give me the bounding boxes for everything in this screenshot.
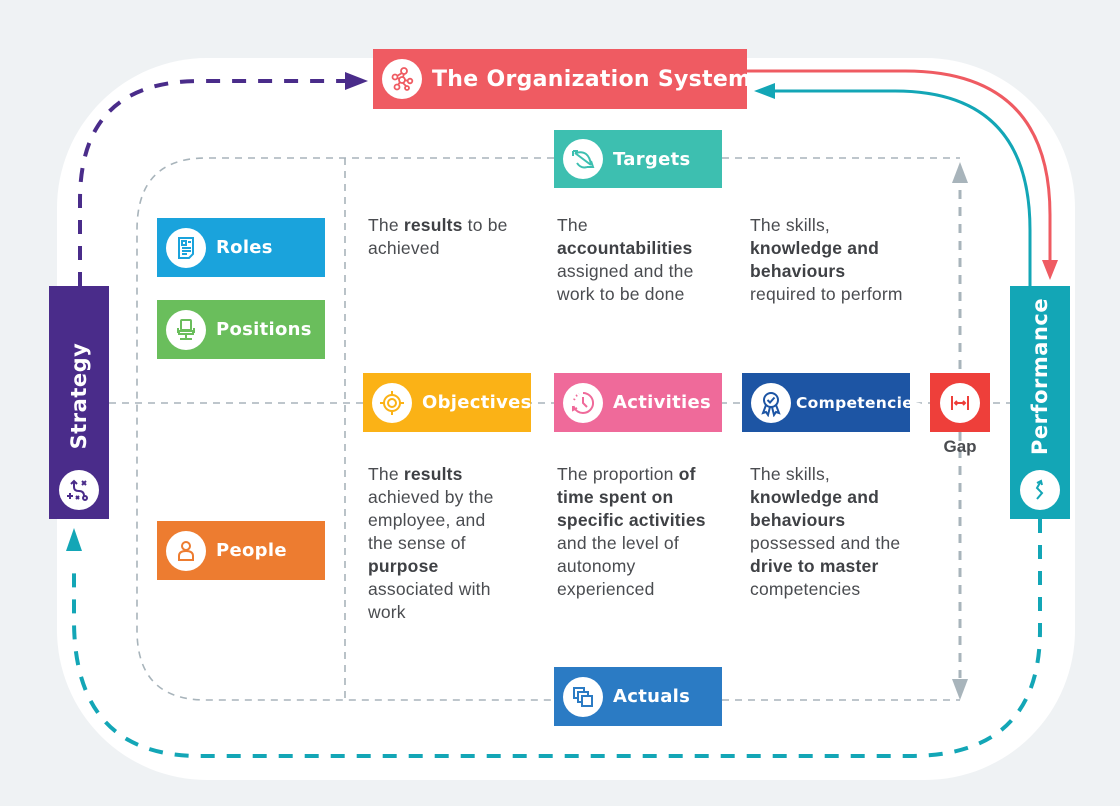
targets-label: Targets [613,148,691,170]
emphasis-text: knowledge and behaviours [750,238,880,281]
targets-activities-text: The accountabilities assigned and the wo… [557,214,727,306]
body-text: The skills, [750,464,830,484]
body-text: The proportion [557,464,679,484]
positions-label: Positions [216,319,312,340]
body-text: The skills, [750,215,830,235]
network-nodes-icon [382,59,422,99]
gap-box[interactable] [930,373,990,432]
strategy-to-system-arrow [78,79,346,286]
strategy-box[interactable]: Strategy [49,286,109,519]
positions-box[interactable]: Positions [157,300,325,359]
organization-system-title: The Organization System [432,66,752,92]
gap-label: Gap [943,437,977,456]
clock-icon [563,382,603,423]
performance-box[interactable]: Performance [1010,286,1070,519]
body-text: to be achieved [368,215,508,258]
body-text: The [368,215,404,235]
performance-to-system-arrow [775,89,1032,286]
activities-box[interactable]: Activities [554,373,722,432]
targets-objectives-text: The results to be achieved [368,214,518,260]
body-text: competencies [750,579,861,599]
body-text: possessed and the [750,533,901,553]
stacked-squares-icon [563,676,603,717]
organization-system-box[interactable]: The Organization System [373,49,751,109]
target-icon [372,382,412,423]
emphasis-text: results [403,215,463,235]
emphasis-text: knowledge and behaviours [750,487,880,530]
body-text: required to perform [750,284,903,304]
emphasis-text: purpose [368,556,439,576]
strategy-label: Strategy [67,342,91,450]
body-text: The [368,464,404,484]
objectives-box[interactable]: Objectives [363,373,531,432]
body-text: assigned and the work to be done [557,261,694,304]
people-label: People [216,540,287,561]
strategy-play-icon [59,470,99,510]
bow-arrow-icon [563,139,603,179]
trend-line-icon [1020,470,1060,510]
performance-arrowhead [1042,260,1058,280]
gap-down-arrowhead [952,679,968,700]
person-icon [166,530,206,571]
objectives-label: Objectives [422,392,532,413]
document-icon [166,227,206,268]
performance-to-strategy-loop [72,519,1042,758]
body-text: The [557,215,588,235]
body-text: associated with work [368,579,491,622]
people-box[interactable]: People [157,521,325,580]
actuals-activities-text: The proportion of time spent on specific… [557,463,727,601]
targets-competencies-text: The skills, knowledge and behaviours req… [750,214,915,306]
actuals-label: Actuals [613,686,691,707]
roles-label: Roles [216,237,273,258]
emphasis-text: results [403,464,463,484]
system-arrowhead [754,83,775,99]
activities-label: Activities [613,392,711,413]
office-chair-icon [166,309,206,350]
width-arrows-icon [940,382,980,423]
strategy-arrowhead [345,72,368,90]
performance-label: Performance [1028,297,1052,455]
roles-box[interactable]: Roles [157,218,325,277]
emphasis-text: drive to master [750,556,879,576]
strategy-up-arrowhead [66,528,82,551]
competencies-box[interactable]: Competencies [742,373,922,432]
award-ribbon-icon [751,382,791,423]
body-text: achieved by the employee, and the sense … [368,487,494,553]
system-to-performance-arrow [747,69,1052,262]
gap-up-arrowhead [952,162,968,183]
emphasis-text: of time spent on specific activities [557,464,706,530]
grid-outline [136,157,554,701]
targets-box[interactable]: Targets [554,130,722,188]
actuals-competencies-text: The skills, knowledge and behaviours pos… [750,463,910,601]
actuals-box[interactable]: Actuals [554,667,722,726]
actuals-objectives-text: The results achieved by the employee, an… [368,463,508,624]
competencies-label: Competencies [796,393,923,412]
body-text: and the level of autonomy experienced [557,533,679,599]
emphasis-text: accountabilities [557,238,693,258]
